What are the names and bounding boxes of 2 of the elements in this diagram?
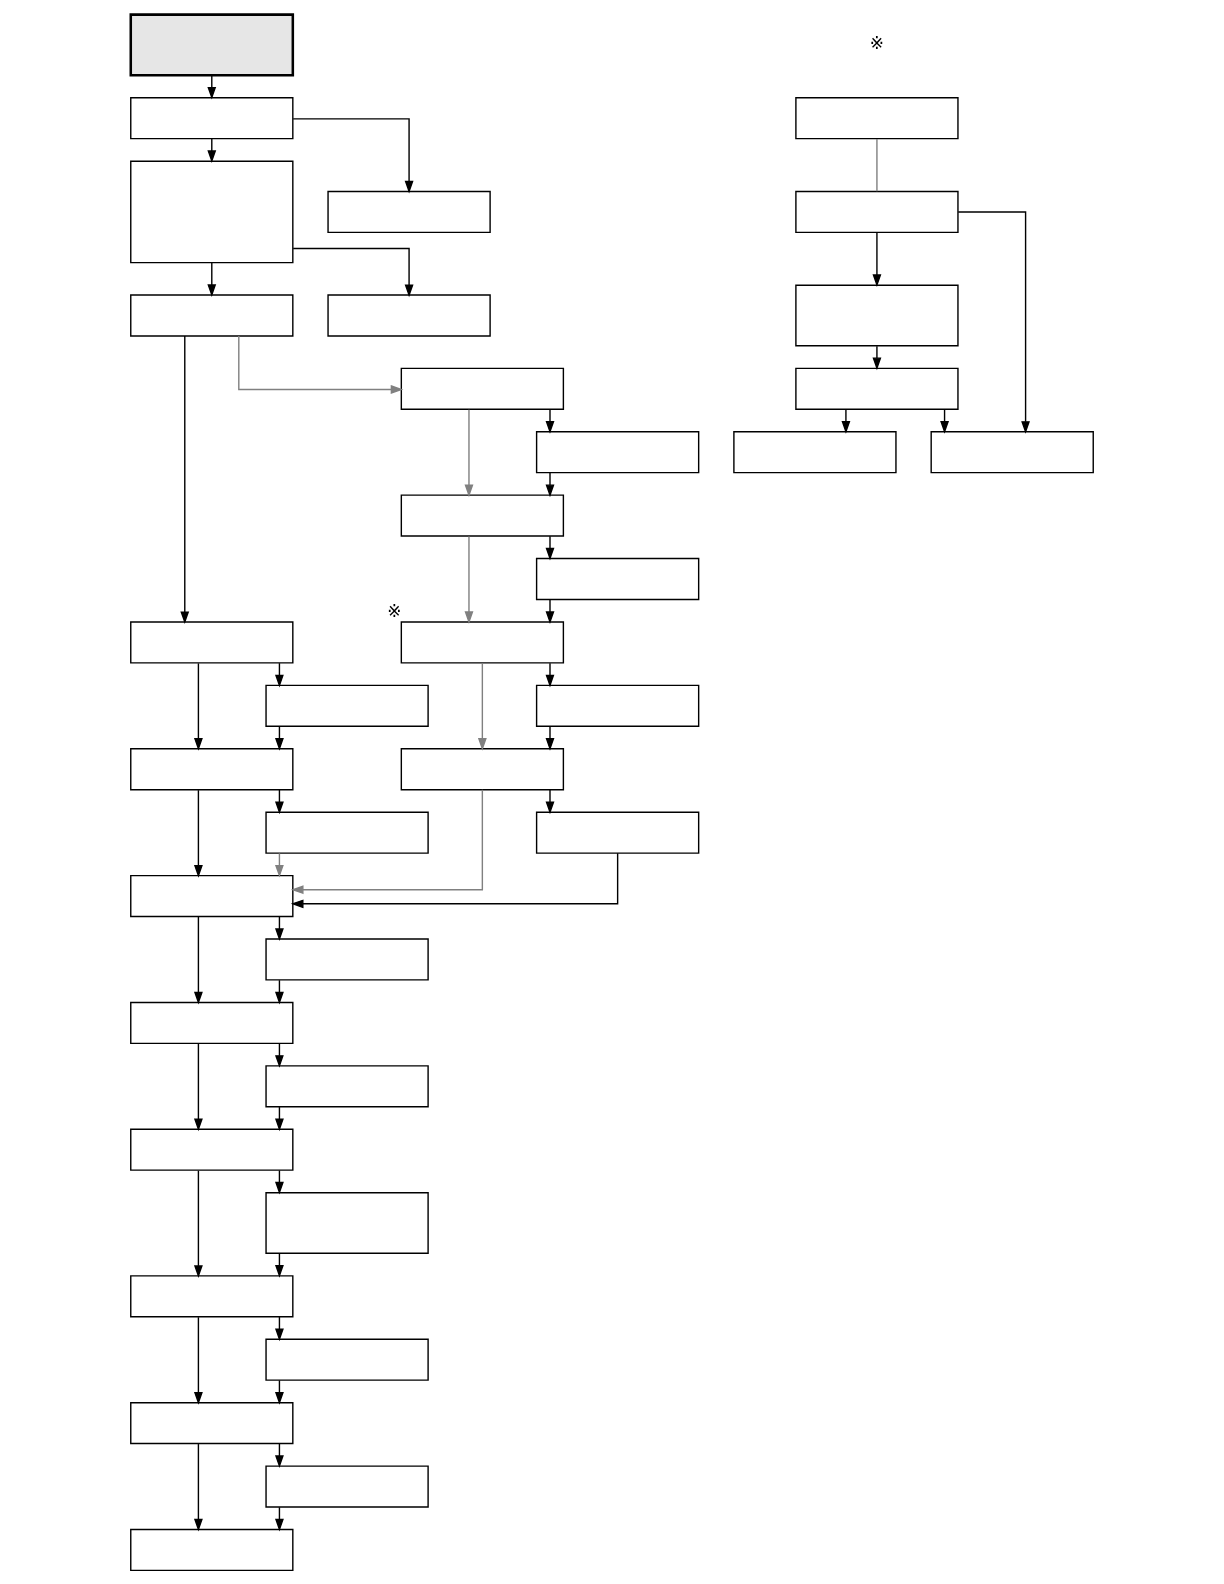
label: ※ [869,32,885,53]
node-label: ※ [387,600,402,621]
